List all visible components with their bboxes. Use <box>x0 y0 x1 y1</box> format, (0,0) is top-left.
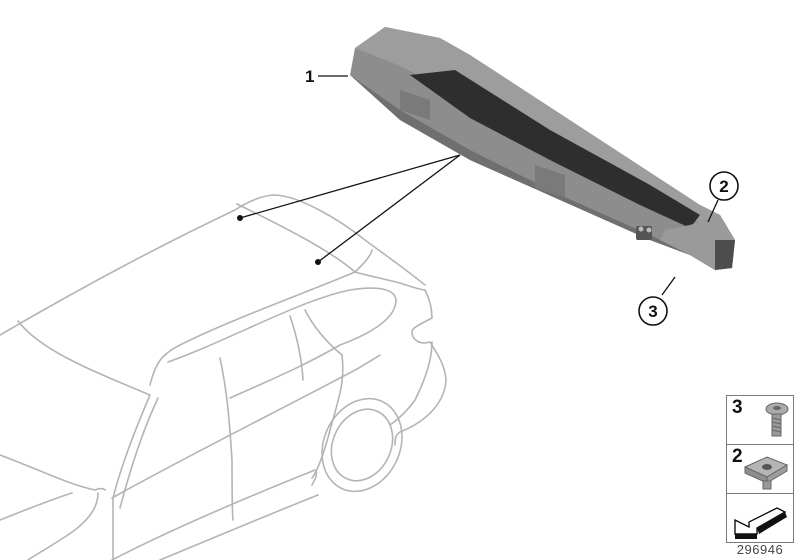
legend-item-direction[interactable] <box>726 493 794 543</box>
callout-1-label: 1 <box>305 67 314 86</box>
legend-number: 3 <box>732 397 743 418</box>
trim-bracket-part[interactable] <box>350 27 735 270</box>
car-outline <box>0 194 447 560</box>
callout-2-label: 2 <box>719 177 728 196</box>
legend-item-screw[interactable]: 3 <box>726 395 794 445</box>
diagram-id: 296946 <box>736 542 784 557</box>
legend-item-clip-nut[interactable]: 2 <box>726 444 794 494</box>
parts-legend: 3 2 <box>726 395 794 543</box>
location-leaders <box>237 154 461 265</box>
callout-2[interactable]: 2 <box>707 171 739 223</box>
location-marker-2 <box>315 259 321 265</box>
location-marker-1 <box>237 215 243 221</box>
screw-icon <box>765 402 789 437</box>
callout-1[interactable]: 1 <box>305 67 348 86</box>
direction-arrow-icon <box>734 507 787 539</box>
callout-3[interactable]: 3 <box>638 276 676 326</box>
callout-3-label: 3 <box>648 302 657 321</box>
clip-nut-icon <box>743 456 789 490</box>
legend-number: 2 <box>732 446 743 467</box>
